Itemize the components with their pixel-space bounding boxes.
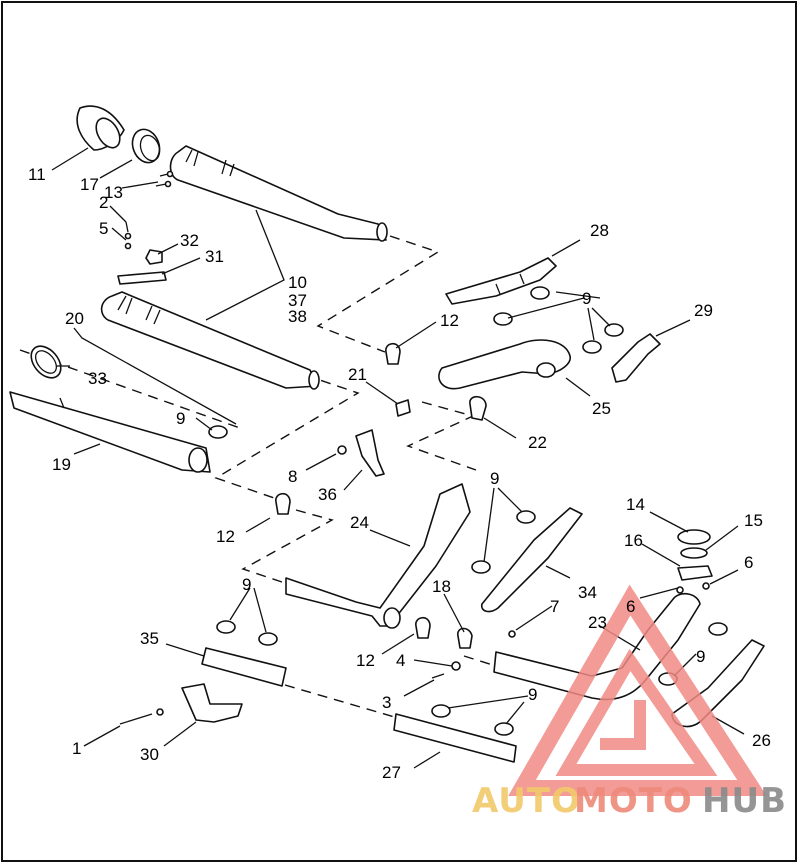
callout-7: 7 [550, 597, 559, 616]
callout-31: 31 [205, 247, 224, 266]
callout-9: 9 [696, 647, 705, 666]
watermark-hub: HUB [702, 781, 787, 821]
automotohub-watermark [508, 584, 767, 796]
callout-26: 26 [752, 731, 771, 750]
callout-5: 5 [99, 219, 108, 238]
bracket-21 [395, 399, 411, 417]
callout-3: 3 [382, 693, 391, 712]
callout-13: 13 [104, 183, 123, 202]
hardware-18-4-3-7 [431, 627, 516, 679]
callout-38: 38 [288, 307, 307, 326]
muffler-tip [76, 105, 125, 151]
callout-35: 35 [140, 629, 159, 648]
hose-clamp [30, 345, 62, 379]
watermark-triangle-outer [508, 584, 767, 796]
clamps [208, 286, 728, 736]
callout-32: 32 [180, 231, 199, 250]
heat-shield-34 [480, 507, 583, 613]
watermark-triangle-mark [600, 700, 646, 750]
callout-34: 34 [578, 583, 597, 602]
callout-27: 27 [382, 763, 401, 782]
watermark-text: AUTO MOTO HUB [472, 781, 787, 821]
callout-33: 33 [88, 369, 107, 388]
front-header-pipe [438, 339, 571, 390]
callout-22: 22 [528, 433, 547, 452]
tip-clamp-ring [131, 128, 161, 164]
callout-25: 25 [592, 399, 611, 418]
heat-shield-long [9, 391, 211, 473]
u-clamps [275, 342, 487, 639]
callout-15: 15 [744, 511, 763, 530]
callout-9: 9 [176, 409, 185, 428]
callout-36: 36 [318, 485, 337, 504]
callout-21: 21 [348, 365, 367, 384]
callout-30: 30 [140, 745, 159, 764]
callout-20: 20 [65, 309, 84, 328]
watermark-auto: AUTO [472, 781, 581, 821]
callout-12: 12 [440, 311, 459, 330]
callout-12: 12 [216, 527, 235, 546]
callout-29: 29 [694, 301, 713, 320]
watermark-moto: MOTO [574, 781, 693, 821]
callout-9: 9 [242, 575, 251, 594]
callout-18: 18 [432, 577, 451, 596]
crossover-pipe-29 [611, 333, 661, 383]
mount-bracket [117, 249, 167, 285]
assembly-dashed-lines [19, 235, 497, 719]
bracket-30 [119, 683, 243, 725]
bracket-36 [337, 429, 385, 477]
callout-8: 8 [288, 467, 297, 486]
upper-muffler [169, 145, 388, 242]
callout-4: 4 [396, 651, 405, 670]
callout-19: 19 [52, 455, 71, 474]
callout-37: 37 [288, 291, 307, 310]
callout-11: 11 [28, 165, 46, 184]
callout-labels: 11 17 13 2 5 32 31 10 37 38 20 33 9 19 2… [28, 165, 771, 782]
heat-shield-35 [201, 647, 287, 687]
header-pipe-rear [445, 257, 557, 305]
callout-12: 12 [356, 651, 375, 670]
gaskets [676, 529, 713, 594]
callout-16: 16 [624, 531, 643, 550]
callout-6: 6 [626, 597, 635, 616]
callout-2: 2 [99, 193, 108, 212]
callout-9: 9 [490, 469, 499, 488]
callout-9: 9 [582, 289, 591, 308]
callout-10: 10 [288, 273, 307, 292]
callout-17: 17 [80, 175, 99, 194]
crossover-pipe-24 [285, 483, 471, 629]
callout-9: 9 [528, 685, 537, 704]
callout-24: 24 [350, 513, 369, 532]
callout-14: 14 [626, 495, 645, 514]
callout-28: 28 [590, 221, 609, 240]
watermark-triangle-inner [555, 648, 718, 776]
heat-shield-27 [393, 713, 517, 763]
callout-23: 23 [588, 613, 607, 632]
lower-muffler [100, 291, 320, 390]
callout-6: 6 [744, 553, 753, 572]
screws [155, 170, 174, 188]
screw-and-washer [124, 221, 132, 250]
callout-1: 1 [72, 739, 81, 758]
